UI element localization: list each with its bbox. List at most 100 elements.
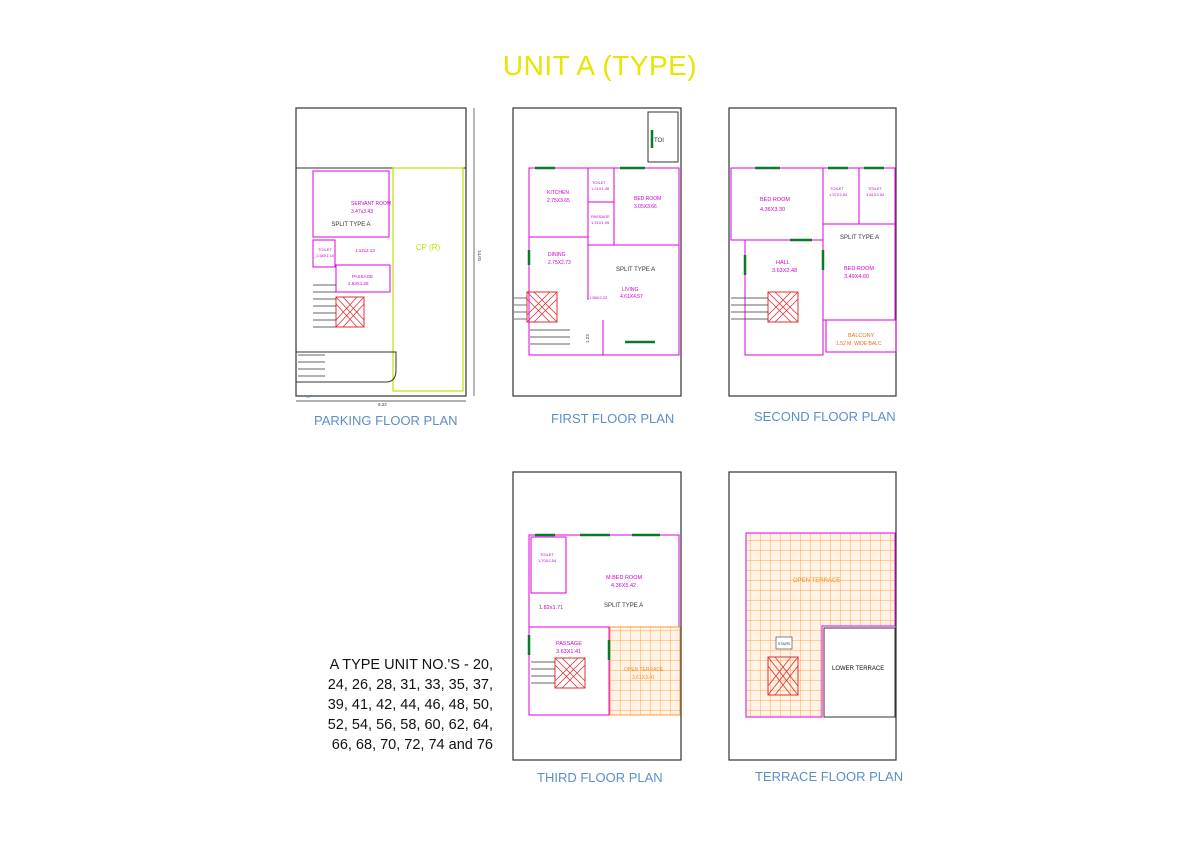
hall-dim: 3.63X2.48 — [772, 268, 797, 274]
mbed-label: M.BED ROOM — [606, 575, 642, 581]
third-terrace-dim: 3.61X3.41 — [632, 675, 655, 681]
lower-terrace-label: LOWER TERRACE — [832, 666, 884, 672]
unit-numbers-line: 66, 68, 70, 72, 74 and 76 — [331, 737, 493, 753]
first-toilet-dim: 1.21X1.48 — [591, 186, 610, 191]
second-toilet2-label: TOILET — [868, 186, 882, 191]
up-marker: UP — [306, 394, 312, 399]
third-terrace-label: OPEN TERRACE — [624, 667, 664, 673]
third-open-terrace — [609, 626, 681, 716]
dining-dim: 2.75X2.73 — [548, 260, 571, 266]
first-toi-label: TOI — [654, 138, 664, 144]
parking-floor-plan-label: PARKING FLOOR PLAN — [314, 413, 458, 428]
page-title: UNIT A (TYPE) — [502, 50, 698, 81]
open-terrace-area — [745, 532, 896, 718]
parking-split-label: SPLIT TYPE A — [331, 222, 370, 228]
balcony-label: BALCONY — [848, 333, 875, 339]
second-bed2-label: BED ROOM — [844, 266, 874, 272]
servant-room-dim: 3.47x3.43 — [351, 209, 373, 215]
parking-ramp — [296, 351, 397, 383]
second-floor-plan-label: SECOND FLOOR PLAN — [754, 409, 896, 424]
parking-nook-dim: 1.12x2.13 — [355, 248, 375, 253]
terrace-outline — [728, 471, 897, 761]
first-outline — [512, 107, 682, 397]
lower-terrace-area — [823, 627, 896, 718]
unit-numbers-line: 52, 54, 56, 58, 60, 62, 64, — [327, 717, 493, 733]
third-passage — [528, 626, 610, 716]
first-passage-dim: 1.21X1.95 — [591, 220, 610, 225]
unit-numbers-line: 39, 41, 42, 44, 46, 48, 50, — [327, 697, 493, 713]
width-dimension: 8.22 — [378, 402, 387, 407]
third-split-label: SPLIT TYPE A — [604, 603, 643, 609]
third-passage-label: PASSAGE — [556, 641, 582, 647]
parking-toilet — [312, 239, 336, 268]
height-dimension: 14.01 — [477, 250, 482, 262]
car-park-area — [392, 167, 464, 392]
second-bed1-label: BED ROOM — [760, 197, 790, 203]
third-upper-rooms — [528, 534, 680, 628]
servant-room-label: SERVANT ROOM — [351, 201, 391, 207]
third-toilet-dim: 1.70X2.54 — [538, 558, 557, 563]
first-bed-dim: 3.05X3.66 — [634, 204, 657, 210]
unit-numbers-list: A TYPE UNIT NO.'S - 20, 24, 26, 28, 31, … — [283, 655, 493, 755]
parking-outline — [295, 107, 467, 397]
servant-room — [312, 170, 390, 238]
parking-passage-dim: 2.63X1.25 — [348, 281, 369, 286]
first-bed-label: BED ROOM — [634, 196, 661, 202]
parking-stair-core — [335, 296, 365, 328]
mbed-dim: 4.36X5.42 — [611, 583, 636, 589]
parking-toilet-label: TOILET — [318, 247, 332, 252]
kitchen-label: KITCHEN — [547, 190, 569, 196]
unit-numbers-line: 24, 26, 28, 31, 33, 35, 37, — [327, 677, 493, 693]
parking-front-zone — [295, 107, 467, 169]
car-park-label: CP (R) — [416, 243, 441, 252]
second-toilet2-dim: 1.81X2.54 — [866, 192, 885, 197]
first-small-dim: 1.58X2.22 — [589, 295, 608, 300]
third-stair-core — [554, 657, 586, 689]
second-outline — [728, 107, 897, 397]
open-terrace-label: OPEN TERRACE — [793, 578, 840, 584]
dining-label: DINING — [548, 252, 566, 258]
first-side-dim: 1.23 — [585, 334, 590, 343]
terrace-stair-core — [767, 656, 799, 696]
third-passage-dim: 3.63X1.41 — [556, 649, 581, 655]
second-hall — [744, 239, 824, 356]
first-stair-core — [526, 291, 558, 323]
third-toilet-label: TOILET — [540, 552, 554, 557]
first-toilet-label: TOILET — [592, 180, 606, 185]
parking-toilet-dim: 1.58X1.10 — [316, 253, 335, 258]
terrace-floor-plan: OPEN TERRACE STAIRS LOWER TERRACE — [728, 471, 897, 761]
second-bed2-dim: 3.49X4.60 — [844, 274, 869, 280]
first-windows — [527, 130, 655, 344]
first-floor-plan: TOI KITCHEN 2.75X3.65 TOILET 1.21X1.48 P… — [512, 107, 682, 397]
living-dim: 4.61X4.57 — [620, 294, 643, 300]
parking-passage — [335, 264, 391, 293]
terrace-stairs-box — [775, 636, 793, 650]
parking-floor-plan: SERVANT ROOM 3.47x3.43 SPLIT TYPE A TOIL… — [295, 107, 482, 407]
second-toilet1-dim: 1.57X2.54 — [829, 192, 848, 197]
kitchen-dim: 2.75X3.65 — [547, 198, 570, 204]
third-floor-plan-label: THIRD FLOOR PLAN — [537, 770, 663, 785]
second-toilet1-label: TOILET — [830, 186, 844, 191]
parking-stair-hatch — [335, 296, 365, 328]
third-outline — [512, 471, 682, 761]
second-floor-plan: BED ROOM 4.36X3.30 TOILET 1.57X2.54 TOIL… — [728, 107, 897, 397]
first-floor-plan-label: FIRST FLOOR PLAN — [551, 411, 675, 426]
second-stair-core — [767, 291, 799, 323]
third-toilet — [530, 536, 567, 594]
third-nook-dim: 1.82x1.71 — [539, 605, 563, 611]
second-balcony — [825, 319, 897, 353]
first-passage-label: PASSAGE — [591, 214, 610, 219]
terrace-floor-plan-label: TERRACE FLOOR PLAN — [755, 769, 904, 784]
first-toi-block — [647, 111, 679, 163]
hall-label: HALL — [776, 260, 790, 266]
terrace-stairs-label: STAIRS — [778, 642, 791, 646]
unit-numbers-line: A TYPE UNIT NO.'S - 20, — [329, 657, 493, 673]
living-label: LIVING — [622, 287, 639, 293]
third-floor-plan: TOILET 1.70X2.54 M.BED ROOM 4.36X5.42 1.… — [512, 471, 682, 761]
second-bed1-dim: 4.36X3.30 — [760, 207, 785, 213]
balcony-dim: 1.52 M. WIDE BALC — [836, 341, 882, 347]
second-bed1 — [730, 167, 824, 241]
second-split-label: SPLIT TYPE A — [840, 235, 879, 241]
parking-passage-label: PASSAGE — [352, 274, 373, 279]
